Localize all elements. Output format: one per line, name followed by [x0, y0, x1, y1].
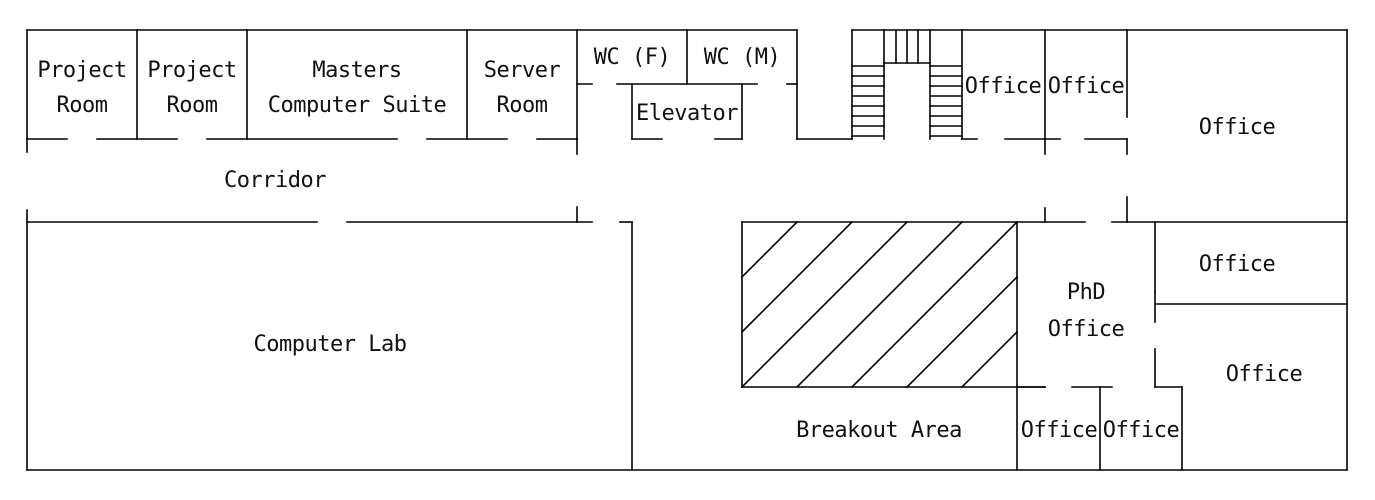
stairs — [851, 29, 963, 140]
computer-lab-label: Computer Lab — [254, 332, 407, 357]
server-room-label-line2: Room — [497, 93, 548, 118]
hatched-void — [740, 220, 1019, 389]
office-right-mid-label: Office — [1199, 252, 1275, 277]
walls — [26, 29, 1348, 471]
phd-office-label-line1: PhD — [1067, 280, 1105, 305]
office-top-2-label: Office — [1048, 74, 1124, 99]
office-top-right-label: Office — [1199, 115, 1275, 140]
elevator-label: Elevator — [636, 101, 738, 126]
phd-office-label-line2: Office — [1048, 317, 1124, 342]
project-room-2-label-line2: Room — [167, 93, 218, 118]
office-bottom-2-label: Office — [1103, 418, 1179, 443]
masters-suite-label-line1: Masters — [312, 58, 401, 83]
office-top-1-label: Office — [965, 74, 1041, 99]
corridor-label: Corridor — [224, 168, 326, 193]
server-room-label-line1: Server — [484, 58, 561, 83]
project-room-1-label-line1: Project — [37, 58, 126, 83]
wc-male-label: WC (M) — [704, 45, 780, 70]
office-right-low-label: Office — [1226, 362, 1302, 387]
room-labels: Project Room Project Room Masters Comput… — [37, 45, 1302, 443]
masters-suite-label-line2: Computer Suite — [268, 93, 446, 118]
project-room-1-label-line2: Room — [57, 93, 108, 118]
office-bottom-1-label: Office — [1021, 418, 1097, 443]
breakout-area-label: Breakout Area — [796, 418, 962, 443]
project-room-2-label-line1: Project — [147, 58, 236, 83]
wc-female-label: WC (F) — [594, 45, 670, 70]
